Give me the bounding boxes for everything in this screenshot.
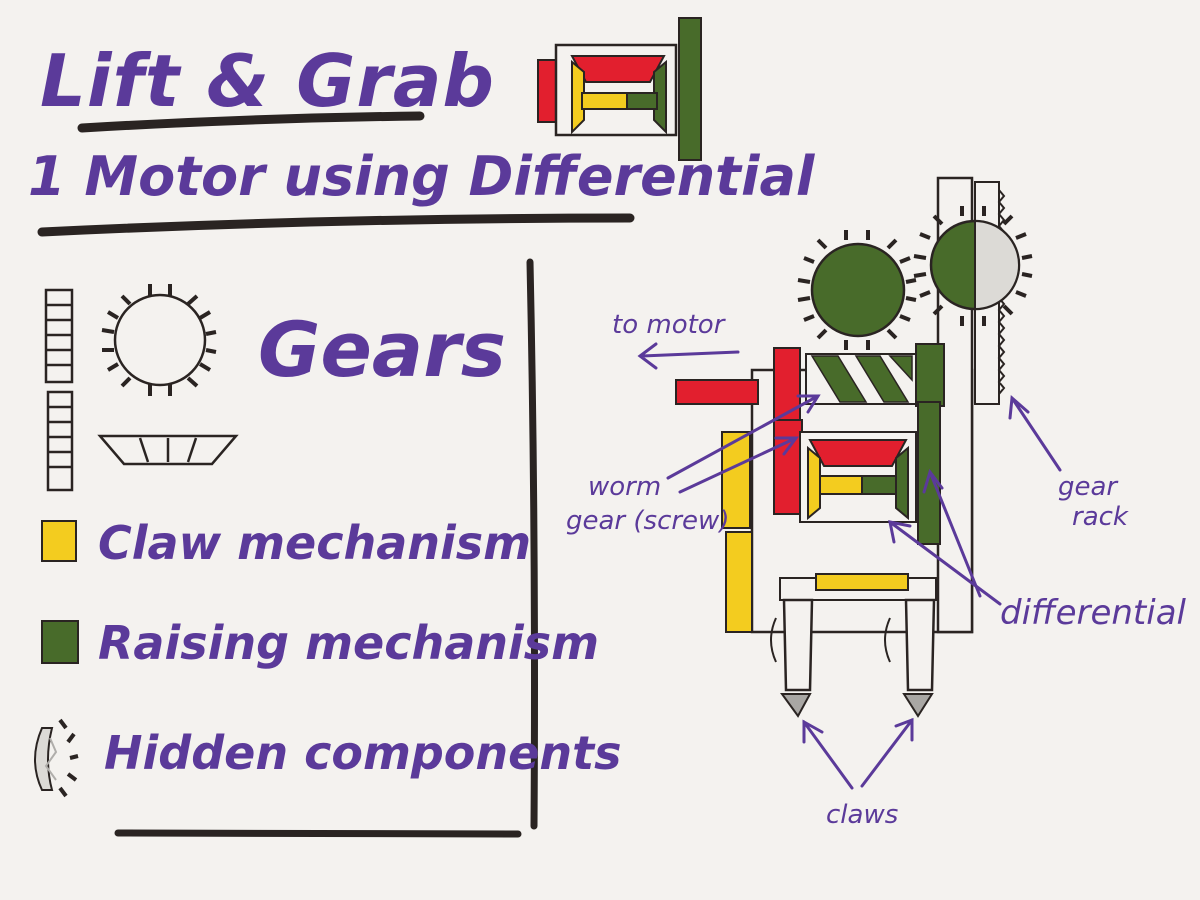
title-underline-1 (77, 111, 425, 133)
annotation-claws: claws (826, 800, 899, 830)
bevel-gear-icon (97, 434, 239, 466)
annotation-arrows (637, 342, 1062, 790)
annotation-to-motor: to motor (612, 310, 725, 340)
annotation-worm-line1: worm (588, 472, 662, 502)
legend-divider-vertical (526, 258, 538, 830)
legend-hidden-label: Hidden components (104, 726, 622, 780)
legend-claw-label: Claw mechanism (98, 516, 532, 570)
legend-divider-bottom (114, 829, 522, 838)
hidden-gear-icon (34, 718, 79, 798)
title-differential-icon (537, 17, 702, 161)
legend-gears-label: Gears (258, 305, 506, 394)
annotation-gear-rack-line1: gear (1058, 472, 1118, 502)
annotation-worm-line2: gear (screw) (566, 506, 730, 536)
green-spur-gear (797, 230, 917, 350)
claw-swatch (41, 520, 77, 562)
claws-assembly (770, 573, 937, 718)
annotation-gear-rack-line2: rack (1072, 502, 1128, 532)
gear-rack-icon (44, 288, 74, 492)
spur-gear-icon (101, 284, 217, 396)
rack-pinion-gear (913, 206, 1033, 326)
title-underline-2 (37, 213, 635, 237)
legend-raising-label: Raising mechanism (98, 616, 600, 670)
raising-swatch (41, 620, 79, 664)
page-title: Lift & Grab (40, 39, 495, 123)
annotation-differential: differential (1000, 593, 1186, 633)
page-subtitle: 1 Motor using Differential (28, 145, 815, 208)
